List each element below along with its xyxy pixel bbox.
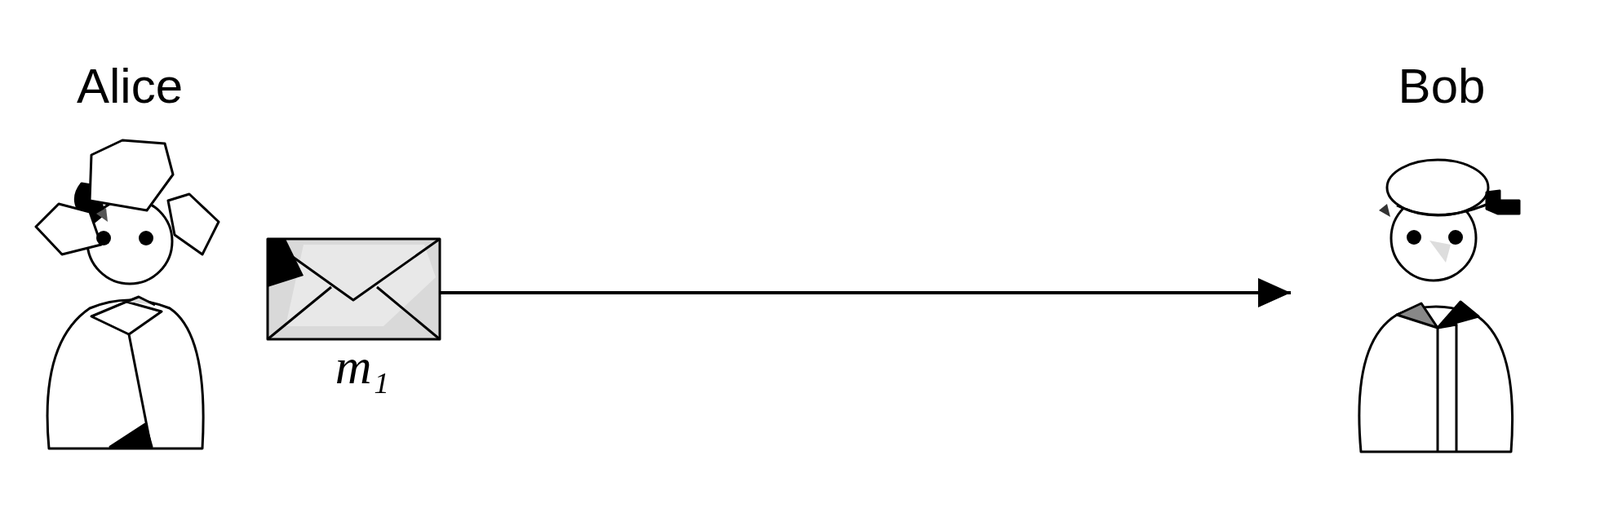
person-node: Bob: [1290, 48, 1569, 457]
alice-figure: [35, 140, 219, 449]
person-name: Alice: [76, 62, 183, 111]
person-node: Alice: [24, 48, 270, 457]
bob-figure: [1359, 159, 1520, 453]
message-label: m₁: [335, 341, 390, 392]
person-name: Bob: [1398, 62, 1486, 111]
envelope-icon: [267, 239, 440, 340]
